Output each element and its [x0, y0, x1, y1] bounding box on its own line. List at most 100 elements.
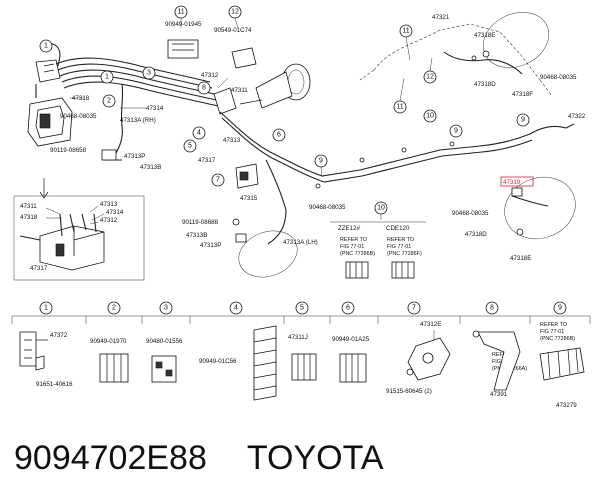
svg-text:47391: 47391 — [490, 391, 508, 398]
svg-text:6: 6 — [277, 132, 281, 139]
callout-9b: 9 — [449, 124, 463, 138]
svg-text:47312E: 47312E — [420, 321, 441, 328]
clamp-top-drawing — [167, 39, 257, 69]
svg-text:5: 5 — [188, 143, 192, 150]
label-47318d-2: 47318D — [465, 231, 487, 238]
svg-text:11: 11 — [177, 9, 184, 16]
svg-text:REFER TO: REFER TO — [340, 237, 367, 243]
svg-text:1: 1 — [105, 74, 109, 81]
label-47312: 47312 — [201, 72, 219, 79]
label-47318e-2: 47318E — [510, 255, 531, 262]
svg-text:FIG 77-01: FIG 77-01 — [387, 244, 411, 250]
svg-text:(PNC 77286F): (PNC 77286F) — [387, 251, 422, 257]
inset-label-47318: 47318 — [20, 214, 38, 221]
callout-11b: 11 — [393, 100, 407, 114]
inset-labels: 47311 47318 47313 47314 47312 47317 — [20, 201, 124, 272]
label-47313a-lh: 47313A (LH) — [283, 239, 318, 246]
svg-text:3: 3 — [164, 305, 168, 312]
label-zze12: ZZE12# — [338, 225, 361, 232]
svg-text:REFER TO: REFER TO — [387, 237, 414, 243]
callout-9: 9 — [314, 154, 328, 168]
label-90549-01C74: 90549-01C74 — [214, 27, 252, 34]
label-90119-08688: 90119-08688 — [182, 219, 219, 226]
svg-text:91651-40616: 91651-40616 — [36, 381, 73, 388]
part-number: 9094702E88 — [14, 439, 207, 477]
label-47318: 47318 — [72, 95, 90, 102]
callout-3: 3 — [142, 66, 156, 80]
svg-text:90949-01C56: 90949-01C56 — [199, 358, 237, 365]
label-47315: 47315 — [240, 195, 258, 202]
svg-text:90949-01970: 90949-01970 — [90, 338, 127, 345]
svg-text:3: 3 — [147, 70, 151, 77]
label-47317: 47317 — [198, 157, 216, 164]
legend-item-5: 5 47311J — [288, 301, 317, 381]
inset-label-47317: 47317 — [30, 265, 48, 272]
inset-label-47314: 47314 — [106, 209, 124, 216]
label-90949-01945: 90949-01945 — [165, 21, 202, 28]
svg-text:8: 8 — [490, 305, 494, 312]
svg-text:11: 11 — [402, 28, 409, 35]
legend-item-6: 6 90949-01A25 — [332, 301, 370, 383]
variant-block: ZZE12# CDE120 REFER TO FIG 77-01 (PNC 77… — [330, 221, 426, 279]
label-47313a-rh: 47313A (RH) — [120, 117, 156, 124]
rear-right-pipe — [443, 12, 576, 240]
svg-text:1: 1 — [44, 305, 48, 312]
callout-4: 4 — [192, 126, 206, 140]
legend-item-1: 1 47372 91651-40616 — [19, 301, 73, 388]
svg-text:7: 7 — [412, 305, 416, 312]
callout-group: 1 1 2 3 4 5 6 7 8 9 10 11 11 12 12 10 9 … — [39, 5, 530, 215]
callout-11: 11 — [399, 24, 413, 38]
label-47313b-2: 47313B — [186, 232, 207, 239]
label-47319: 47319 — [503, 179, 521, 186]
callout-12b: 12 — [423, 70, 437, 84]
abs-actuator-drawing — [27, 59, 73, 147]
svg-text:12: 12 — [231, 9, 239, 16]
svg-text:10: 10 — [377, 205, 385, 212]
callout-2: 2 — [102, 94, 116, 108]
legend-row: 1 47372 91651-40616 2 90949-01970 3 9048… — [11, 301, 591, 409]
label-47313b: 47313B — [140, 164, 161, 171]
svg-text:FIG 77-01: FIG 77-01 — [340, 244, 364, 250]
label-47311: 47311 — [231, 87, 248, 94]
legend-item-8: 8 REFER TO FIG 47-02 (PNC 47266A) 47391 — [472, 301, 527, 398]
valve-drawing — [213, 87, 259, 189]
svg-text:9: 9 — [319, 158, 323, 165]
svg-text:47372: 47372 — [50, 332, 68, 339]
brake-line-parts-diagram: 1 1 2 3 4 5 6 7 8 9 10 11 11 12 12 10 9 … — [11, 5, 591, 409]
legend-item-9: 9 REFER TO FIG 77-01 (PNC 77286B) — [539, 301, 585, 381]
label-47313: 47313 — [223, 137, 241, 144]
label-47313p-2: 47313P — [200, 242, 221, 249]
svg-text:90480-01556: 90480-01556 — [146, 338, 183, 345]
svg-text:(PNC 77286B): (PNC 77286B) — [540, 336, 575, 342]
legend-item-7: 7 47312E 91515-60645 (2) — [386, 301, 451, 395]
svg-text:9: 9 — [454, 128, 458, 135]
label-90119-08658: 90119-08658 — [50, 147, 87, 154]
rear-axle-outline — [359, 23, 553, 97]
callout-11c: 11 — [174, 5, 188, 19]
callout-10b: 10 — [423, 109, 437, 123]
label-90468-08035-d: 90468-08035 — [452, 210, 489, 217]
callout-10: 10 — [374, 201, 388, 215]
abs-inset — [13, 178, 145, 281]
svg-text:REFER TO: REFER TO — [540, 322, 567, 328]
label-47314: 47314 — [146, 105, 164, 112]
svg-text:4: 4 — [234, 305, 238, 312]
svg-text:10: 10 — [426, 113, 434, 120]
svg-text:FIG 77-01: FIG 77-01 — [540, 329, 564, 335]
legend-item-2: 2 90949-01970 — [90, 301, 129, 383]
label-47322: 47322 — [568, 113, 586, 120]
main-rear-pipe — [219, 111, 533, 211]
svg-text:9: 9 — [521, 117, 525, 124]
callout-6: 6 — [272, 128, 286, 142]
svg-text:11: 11 — [396, 104, 403, 111]
svg-text:5: 5 — [300, 305, 304, 312]
label-cde120: CDE120 — [386, 225, 410, 232]
legend-item-3: 3 90480-01556 — [146, 301, 183, 383]
label-47318d: 47318D — [474, 81, 496, 88]
part-labels: 90949-01945 90549-01C74 47318 90468-0803… — [50, 14, 586, 262]
figure-code: 473279 — [556, 402, 577, 409]
svg-text:91515-60645 (2): 91515-60645 (2) — [386, 388, 432, 395]
legend-item-4: 4 90949-01C56 — [199, 301, 277, 401]
brand-name: TOYOTA — [246, 439, 384, 477]
svg-text:9: 9 — [558, 305, 562, 312]
